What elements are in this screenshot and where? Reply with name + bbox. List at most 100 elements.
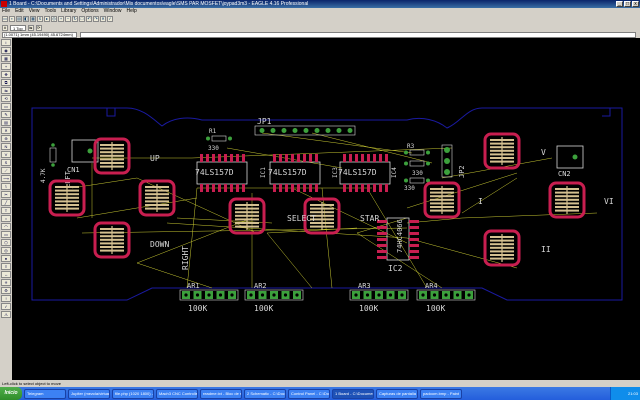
r3-pad-a	[404, 150, 408, 155]
attribute-icon[interactable]: ≡	[1, 263, 11, 270]
arc-icon[interactable]: ◠	[1, 223, 11, 230]
dimension-icon[interactable]: ↔	[1, 271, 11, 278]
menu-file[interactable]: File	[2, 8, 11, 14]
redraw-icon[interactable]: ↻	[72, 16, 78, 22]
button-v	[483, 132, 521, 170]
polygon-icon[interactable]: ⬠	[1, 239, 11, 246]
info-icon[interactable]: i	[1, 39, 11, 46]
script-icon[interactable]: S	[37, 16, 43, 22]
ic-packages	[196, 154, 391, 192]
route-icon[interactable]: ⌇	[1, 183, 11, 190]
display-icon[interactable]: ▦	[1, 55, 11, 62]
ar4-array	[416, 289, 476, 301]
wire-icon[interactable]: ╱	[1, 199, 11, 206]
ic4-package-pin-top	[367, 154, 370, 162]
ic4-package-pin-bottom	[385, 184, 388, 192]
copy-icon[interactable]: ⧉	[1, 79, 11, 86]
paste-icon[interactable]: ▤	[1, 119, 11, 126]
name-icon[interactable]: N	[1, 143, 11, 150]
optimize-icon[interactable]: ⟿	[1, 175, 11, 182]
mirror-tool-icon[interactable]: ⇋	[1, 87, 11, 94]
menu-view[interactable]: View	[28, 8, 40, 14]
print-icon[interactable]: ▤	[16, 16, 22, 22]
start-label: STAR	[360, 214, 379, 223]
menu-help[interactable]: Help	[126, 8, 137, 14]
minimize-button[interactable]: _	[616, 1, 623, 7]
taskbar-item[interactable]: Control Panel - C:\Docu...	[288, 388, 330, 399]
board-icon[interactable]: ▦	[30, 16, 36, 22]
hole-icon[interactable]: ●	[1, 255, 11, 262]
run-ulp-icon[interactable]: ▸	[44, 16, 50, 22]
ic4-package-pin-top	[355, 154, 358, 162]
zoom-out-icon[interactable]: −	[65, 16, 71, 22]
rotate-tool-icon[interactable]: ⟲	[1, 95, 11, 102]
window-title: 1 Board - C:\Documents and Settings\Admi…	[9, 1, 309, 7]
taskbar-item[interactable]: Mach3 CNC Controller	[156, 388, 198, 399]
ic2-pin-right	[409, 220, 419, 223]
r3-body	[409, 149, 425, 156]
zoom-fit-icon[interactable]: ◎	[51, 16, 57, 22]
show-icon[interactable]: ◉	[1, 47, 11, 54]
split-icon[interactable]: ⟋	[1, 167, 11, 174]
taskbar-item[interactable]: padoom.bmp - Paint	[420, 388, 462, 399]
taskbar-item[interactable]: readme.txt - Bloc de notas	[200, 388, 242, 399]
text-icon[interactable]: T	[1, 207, 11, 214]
open-icon[interactable]: ▭	[2, 16, 8, 22]
taskbar-item[interactable]: Telegram	[24, 388, 66, 399]
taskbar-item-active[interactable]: 1 Board - C:\Documen...	[332, 388, 374, 399]
menu-options[interactable]: Options	[81, 8, 99, 14]
layer-select[interactable]: 1 Top	[10, 24, 26, 31]
ic3-package-pin-top	[303, 154, 306, 162]
ar1-array-drill	[184, 293, 188, 297]
undo-icon[interactable]: ↶	[86, 16, 92, 22]
erc-icon[interactable]: !	[1, 295, 11, 302]
ar3-array-drill	[400, 293, 404, 297]
move-icon[interactable]: ✥	[1, 71, 11, 78]
zoom-select-icon[interactable]: □	[79, 16, 85, 22]
group-icon[interactable]: ▭	[1, 103, 11, 110]
via-icon[interactable]: ◎	[1, 247, 11, 254]
close-button[interactable]: x	[632, 1, 639, 7]
delete-icon[interactable]: ✕	[1, 127, 11, 134]
ar4-array-drill	[432, 293, 437, 297]
taskbar-item[interactable]: Jupiter (mezcla/virtual/...	[68, 388, 110, 399]
save-icon[interactable]: ▪	[9, 16, 15, 22]
ic2-pin-right	[409, 244, 419, 247]
grid-icon[interactable]: #	[2, 24, 8, 31]
menu-window[interactable]: Window	[103, 8, 122, 14]
zoom-in-icon[interactable]: +	[58, 16, 64, 22]
errors-icon[interactable]: ⚠	[1, 311, 11, 318]
ratsnest-icon[interactable]: ✳	[1, 279, 11, 286]
ar3-array-drill	[354, 293, 358, 297]
autorouter-icon[interactable]: ⚙	[1, 287, 11, 294]
start-button[interactable]: Inicio	[0, 387, 22, 400]
circle-icon[interactable]: ○	[1, 215, 11, 222]
button-pads	[48, 132, 586, 267]
mark-icon[interactable]: +	[1, 63, 11, 70]
taskbar-item[interactable]: Capturas de pantalla	[376, 388, 418, 399]
menu-tools[interactable]: Tools	[44, 8, 57, 14]
ripup-icon[interactable]: ✂	[1, 191, 11, 198]
maximize-button[interactable]: □	[624, 1, 631, 7]
board-canvas[interactable]: CN1 CN2 4.7K LEFT JP1 R1 330	[12, 38, 640, 380]
smash-icon[interactable]: S	[1, 159, 11, 166]
button-select-ring	[228, 197, 266, 235]
command-input[interactable]	[80, 32, 636, 38]
rect-icon[interactable]: ▭	[1, 231, 11, 238]
value-icon[interactable]: V	[1, 151, 11, 158]
redo-icon[interactable]: ↷	[93, 16, 99, 22]
menu-library[interactable]: Library	[61, 8, 77, 14]
add-icon[interactable]: ⊕	[1, 135, 11, 142]
menu-edit[interactable]: Edit	[15, 8, 24, 14]
cam-icon[interactable]: ◧	[23, 16, 29, 22]
stop-icon[interactable]: ✕	[100, 16, 106, 22]
vi-label: VI	[604, 197, 614, 206]
mirror-icon[interactable]: ⇋	[27, 24, 34, 31]
taskbar-item[interactable]: 2 Schematic - C:\Docume...	[244, 388, 286, 399]
drc-icon[interactable]: ✓	[1, 303, 11, 310]
change-icon[interactable]: ✎	[1, 111, 11, 118]
go-icon[interactable]: ✓	[107, 16, 113, 22]
rotate-icon[interactable]: ⟳	[35, 24, 42, 31]
button-down-ring	[93, 221, 131, 259]
taskbar-item[interactable]: file.php (1020 1800) - Go...	[112, 388, 154, 399]
